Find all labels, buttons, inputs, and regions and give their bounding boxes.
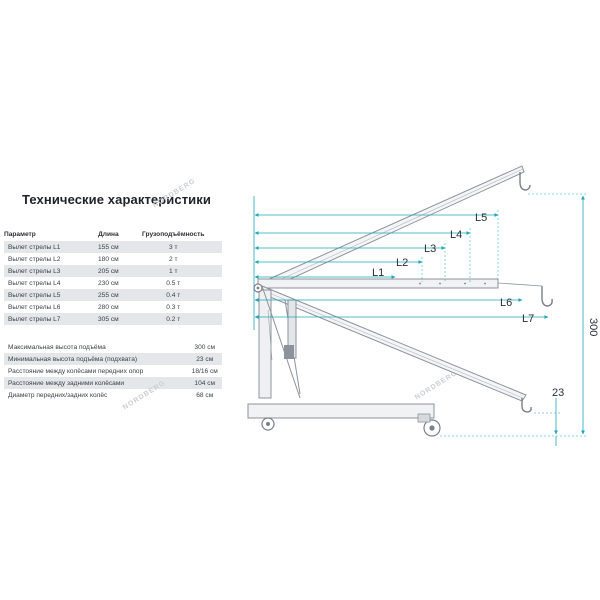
row-capacity: 0.5 т — [166, 279, 181, 287]
table-row: Вылет стрелы L5 255 см 0.4 т — [4, 289, 222, 301]
table-row: Минимальная высота подъёма (подхвата) 23… — [4, 353, 222, 365]
row-parameter: Диаметр передних/задних колёс — [8, 391, 108, 399]
row-capacity: 2 т — [168, 255, 178, 263]
label-l1: L1 — [372, 267, 384, 279]
row-parameter: Минимальная высота подъёма (подхвата) — [4, 353, 188, 365]
table-row: Вылет стрелы L2 180 см 2 т — [4, 253, 222, 265]
row-capacity: 1 т — [124, 265, 222, 277]
hook-icon — [541, 286, 553, 307]
table-row: Вылет стрелы L6 280 см 0.3 т — [4, 301, 222, 313]
height-dimensions — [440, 193, 588, 446]
row-capacity: 0.2 т — [124, 313, 222, 325]
row-capacity: 0.4 т — [124, 289, 222, 301]
row-parameter: Вылет стрелы L3 — [4, 265, 93, 277]
header-parameter: Параметр — [4, 231, 36, 238]
table-row: Вылет стрелы L4 230 см 0.5 т — [4, 277, 222, 289]
row-capacity: 0.3 т — [166, 303, 181, 311]
label-l3: L3 — [424, 243, 436, 255]
header-capacity: Грузоподъёмность — [142, 231, 205, 238]
header-length: Длина — [98, 231, 119, 238]
row-length: 205 см — [92, 265, 125, 277]
label-l4: L4 — [450, 229, 462, 241]
label-height-max: 300 — [587, 318, 599, 336]
table-row: Вылет стрелы L7 305 см 0.2 т — [4, 313, 222, 325]
row-parameter: Вылет стрелы L1 — [4, 241, 93, 253]
boom-table-header: Параметр Длина Грузоподъёмность — [4, 228, 222, 241]
table-row: Вылет стрелы L3 205 см 1 т — [4, 265, 222, 277]
boom-lowered — [257, 285, 532, 413]
row-value: 23 см — [187, 353, 222, 365]
table-row: Расстояние между колёсами передних опор … — [4, 365, 222, 377]
row-length: 155 см — [92, 241, 125, 253]
table-row: Диаметр передних/задних колёс 68 см — [4, 389, 222, 401]
label-l5: L5 — [475, 212, 487, 224]
label-l6: L6 — [500, 297, 512, 309]
row-parameter: Вылет стрелы L4 — [8, 279, 61, 287]
row-value: 18/16 см — [191, 367, 218, 375]
row-length: 180 см — [98, 255, 119, 263]
boom-raised — [257, 165, 531, 293]
row-value: 68 см — [196, 391, 214, 399]
row-capacity: 3 т — [124, 241, 222, 253]
row-parameter: Вылет стрелы L2 — [8, 255, 61, 263]
row-length: 230 см — [98, 279, 119, 287]
row-parameter: Вылет стрелы L5 — [4, 289, 93, 301]
general-spec-table: Максимальная высота подъёма 300 см Миним… — [4, 341, 222, 401]
pump-handle — [284, 345, 294, 359]
row-length: 305 см — [92, 313, 125, 325]
row-value: 300 см — [194, 343, 216, 351]
hook-icon — [521, 398, 532, 413]
row-parameter: Вылет стрелы L7 — [4, 313, 93, 325]
row-length: 255 см — [92, 289, 125, 301]
label-l2: L2 — [396, 257, 408, 269]
row-parameter: Расстояние между колёсами передних опор — [8, 367, 144, 375]
row-parameter: Расстояние между задними колёсами — [4, 377, 188, 389]
boom-spec-table: Параметр Длина Грузоподъёмность Вылет ст… — [4, 228, 222, 325]
dimension-lines — [254, 210, 549, 319]
row-parameter: Максимальная высота подъёма — [8, 343, 106, 351]
hook-icon — [519, 172, 531, 191]
table-row: Максимальная высота подъёма 300 см — [4, 341, 222, 353]
crane-base — [247, 403, 441, 437]
page-title: Технические характеристики — [22, 192, 211, 207]
row-length: 280 см — [98, 303, 119, 311]
crane-mast — [253, 283, 301, 399]
table-row: Вылет стрелы L1 155 см 3 т — [4, 241, 222, 253]
row-parameter: Вылет стрелы L6 — [8, 303, 61, 311]
table-row: Расстояние между задними колёсами 104 см — [4, 377, 222, 389]
label-l7: L7 — [522, 313, 534, 325]
label-height-min: 23 — [552, 387, 564, 399]
row-value: 104 см — [187, 377, 222, 389]
